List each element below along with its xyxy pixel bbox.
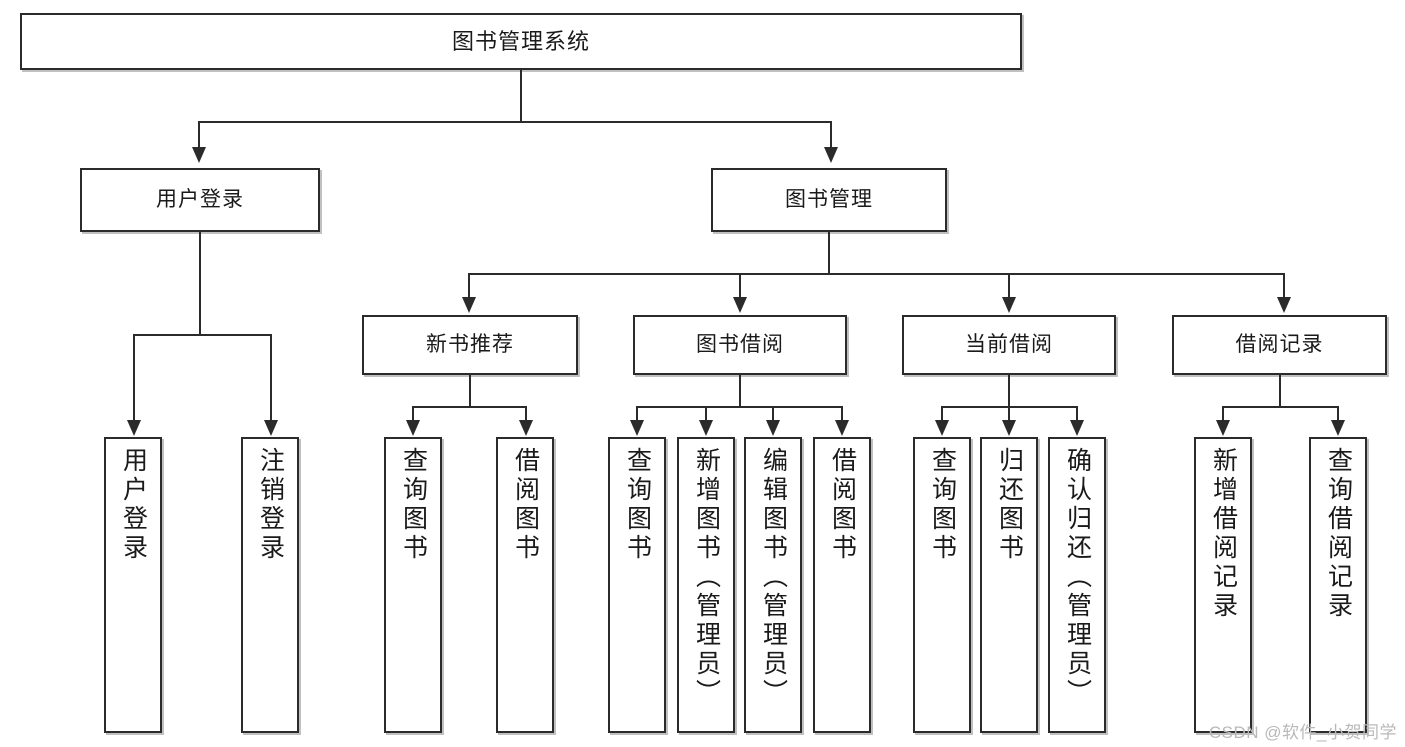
connector-root-to-book-management [830,121,832,147]
node-label: 用户登录 [119,447,148,563]
connector-br-bus [1222,406,1339,408]
arrow-to-new-book-recommend [462,297,476,313]
connector-book-management-stem [828,232,830,274]
node-label: 归还图书 [995,447,1024,563]
connector-nbr-drop-1 [412,406,414,421]
arrow-to-bb-leaf-2 [699,420,713,436]
connector-bm-drop-2 [739,273,741,298]
arrow-to-cb-leaf-3 [1070,420,1084,436]
leaf-user-login[interactable]: 用户登录 [104,437,162,733]
csdn-watermark: CSDN @软件_小贺同学 [1208,723,1397,742]
leaf-cb-confirm-return-admin[interactable]: 确认归还（管理员） [1048,437,1106,733]
leaf-cb-query-book[interactable]: 查询图书 [913,437,971,733]
connector-nbr-stem [469,375,471,407]
connector-bb-bus [636,406,842,408]
arrow-to-current-borrow [1002,297,1016,313]
node-label: 借阅图书 [828,447,857,563]
connector-user-login-drop-1 [133,334,135,421]
arrow-to-bb-leaf-1 [630,420,644,436]
connector-bb-drop-4 [841,406,843,421]
leaf-br-query-record[interactable]: 查询借阅记录 [1309,437,1367,733]
arrow-to-user-login [192,147,206,163]
connector-root-stem [520,70,522,122]
arrow-to-nbr-leaf-2 [519,420,533,436]
arrow-to-bb-leaf-3 [766,420,780,436]
arrow-to-br-leaf-2 [1331,420,1345,436]
arrow-to-nbr-leaf-1 [406,420,420,436]
node-label: 借阅图书 [511,447,540,563]
node-user-login[interactable]: 用户登录 [80,168,320,232]
node-label: 当前借阅 [965,332,1053,356]
arrow-to-borrow-record [1277,297,1291,313]
leaf-cb-return-book[interactable]: 归还图书 [980,437,1038,733]
leaf-logout[interactable]: 注销登录 [241,437,299,733]
node-label: 查询图书 [623,447,652,563]
node-current-borrow[interactable]: 当前借阅 [902,315,1116,375]
connector-cb-stem [1008,375,1010,407]
connector-bb-drop-2 [705,406,707,421]
leaf-nbr-borrow-book[interactable]: 借阅图书 [496,437,554,733]
node-label: 图书管理 [785,187,873,211]
leaf-br-add-record[interactable]: 新增借阅记录 [1194,437,1252,733]
connector-book-management-bus [468,273,1285,275]
node-borrow-record[interactable]: 借阅记录 [1172,315,1387,375]
arrow-to-bb-leaf-4 [835,420,849,436]
connector-bb-drop-1 [636,406,638,421]
connector-user-login-bus [133,334,272,336]
connector-bb-drop-3 [772,406,774,421]
arrow-to-br-leaf-1 [1216,420,1230,436]
node-label: 借阅记录 [1235,332,1324,356]
node-label: 新增借阅记录 [1209,447,1238,621]
leaf-nbr-query-book[interactable]: 查询图书 [384,437,442,733]
connector-bm-drop-4 [1283,273,1285,298]
connector-root-to-user-login [198,121,200,147]
node-label: 查询借阅记录 [1324,447,1353,621]
arrow-to-leaf-user-login [127,420,141,436]
leaf-bb-borrow-book[interactable]: 借阅图书 [813,437,871,733]
node-book-borrow[interactable]: 图书借阅 [633,315,847,375]
connector-bb-stem [739,375,741,407]
connector-nbr-bus [412,406,527,408]
node-book-management[interactable]: 图书管理 [711,168,947,232]
node-label: 图书管理系统 [451,28,590,54]
connector-bm-drop-1 [468,273,470,298]
leaf-bb-add-book-admin[interactable]: 新增图书（管理员） [677,437,735,733]
arrow-to-cb-leaf-1 [935,420,949,436]
node-label: 确认归还（管理员） [1063,447,1092,708]
node-label: 注销登录 [256,447,285,563]
connector-cb-drop-2 [1008,406,1010,421]
arrow-to-cb-leaf-2 [1002,420,1016,436]
arrow-to-leaf-logout [264,420,278,436]
node-label: 图书借阅 [696,332,784,356]
connector-cb-drop-1 [941,406,943,421]
connector-user-login-stem [199,232,201,335]
leaf-bb-edit-book-admin[interactable]: 编辑图书（管理员） [744,437,802,733]
arrow-to-book-borrow [733,297,747,313]
node-label: 查询图书 [399,447,428,563]
node-label: 新书推荐 [426,332,514,356]
connector-nbr-drop-2 [525,406,527,421]
node-label: 查询图书 [928,447,957,563]
node-label: 编辑图书（管理员） [759,447,788,708]
connector-root-bus [198,121,832,123]
node-label: 新增图书（管理员） [692,447,721,708]
node-label: 用户登录 [156,187,244,211]
connector-bm-drop-3 [1008,273,1010,298]
connector-br-stem [1279,375,1281,407]
connector-user-login-drop-2 [270,334,272,421]
connector-cb-drop-3 [1076,406,1078,421]
connector-br-drop-2 [1337,406,1339,421]
node-root-book-management-system[interactable]: 图书管理系统 [20,13,1022,70]
leaf-bb-query-book[interactable]: 查询图书 [608,437,666,733]
node-new-book-recommend[interactable]: 新书推荐 [362,315,578,375]
connector-br-drop-1 [1222,406,1224,421]
arrow-to-book-management [824,147,838,163]
